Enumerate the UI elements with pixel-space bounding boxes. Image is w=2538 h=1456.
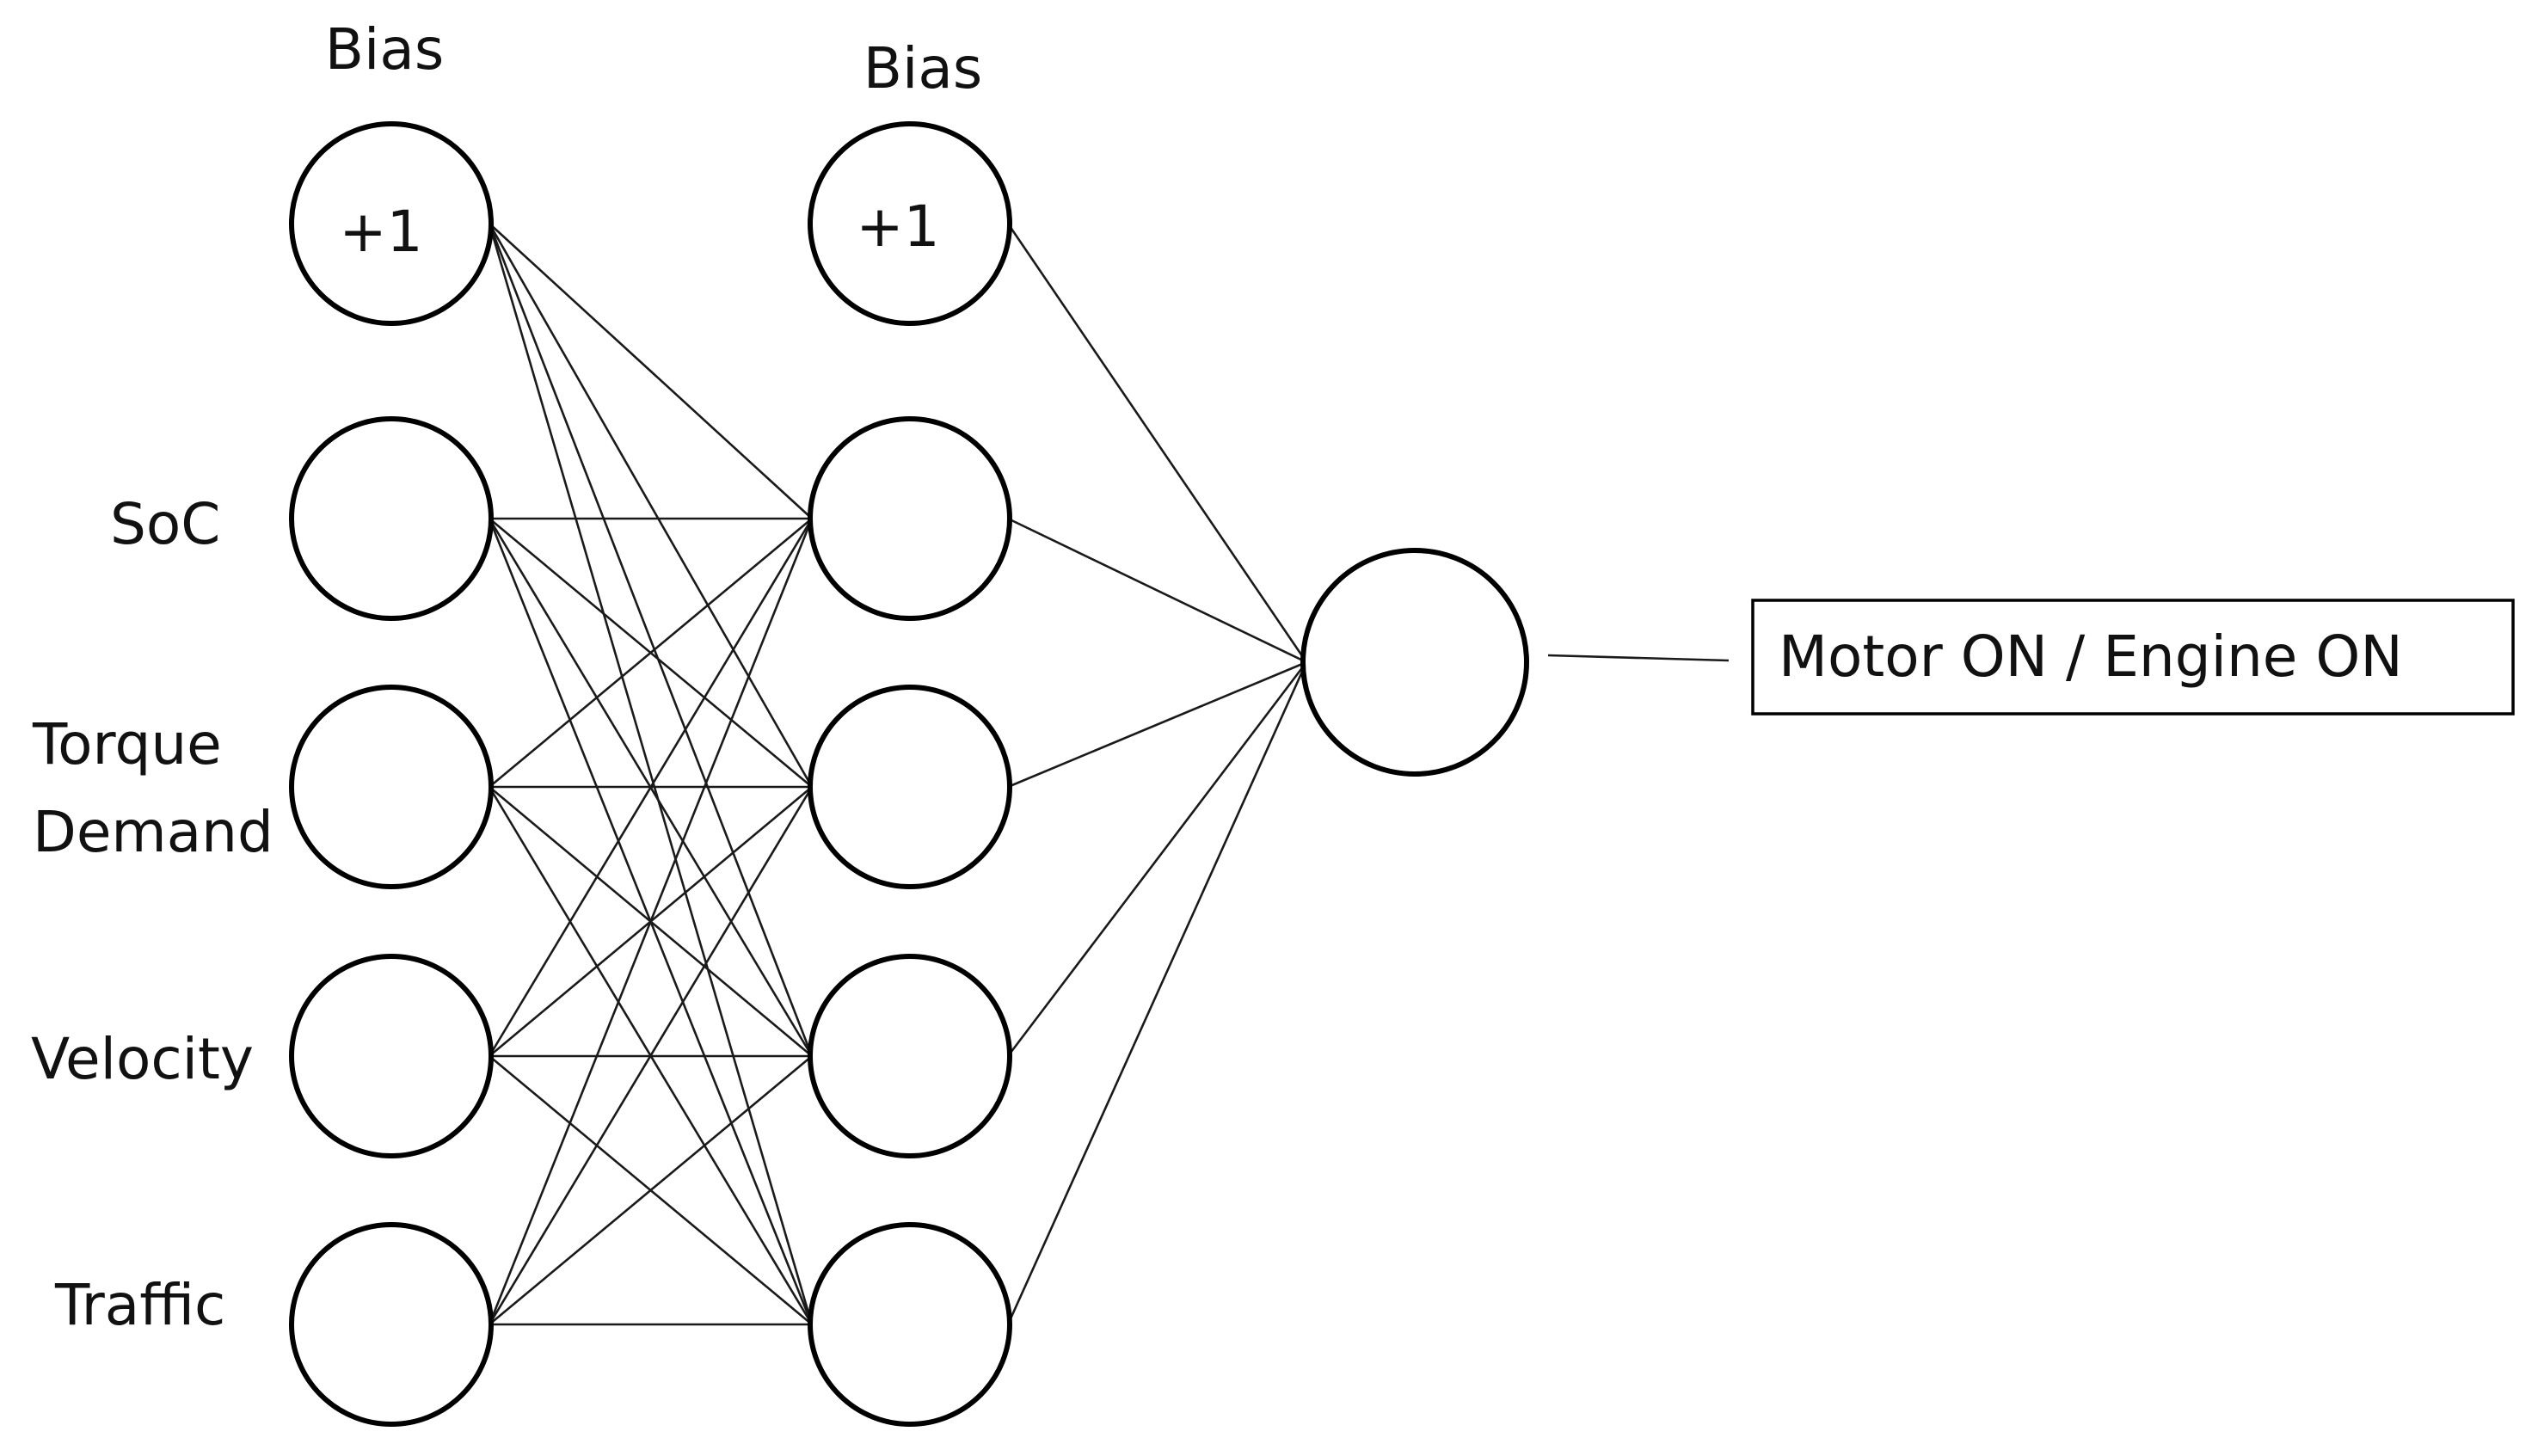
edge-input-0-to-hidden-3 (488, 223, 814, 1325)
edge-input-3-to-hidden-0 (488, 518, 814, 1057)
input-node-3 (289, 954, 494, 1158)
hidden-bias-node (808, 121, 1012, 326)
edge-input-4-to-hidden-1 (488, 786, 814, 1325)
hidden-node-3 (808, 954, 1012, 1158)
edge-input-0-to-hidden-2 (488, 223, 814, 1057)
input-node-4 (289, 1222, 494, 1427)
edge-hidden-3-to-output (1006, 661, 1308, 1057)
hidden-node-2 (808, 685, 1012, 889)
edge-input-0-to-hidden-1 (488, 223, 814, 788)
output-node (1300, 548, 1529, 777)
hidden-bias-heading: Bias (863, 35, 982, 101)
input-node-2 (289, 685, 494, 889)
edge-input-2-to-hidden-0 (489, 518, 813, 788)
input-node-1 (289, 416, 494, 621)
edge-hidden-1-to-output (1007, 517, 1307, 664)
hidden-node-4 (808, 1222, 1012, 1427)
input-label-soc: SoC (110, 491, 220, 557)
input-label-demand: Demand (33, 799, 273, 865)
edge-hidden-0-to-output (1006, 223, 1308, 663)
hidden-bias-value: +1 (856, 194, 939, 260)
edge-hidden-4-to-output (1006, 661, 1308, 1325)
connection-lines (488, 223, 1308, 1326)
input-bias-value: +1 (339, 199, 422, 265)
input-label-traffic: Traffic (54, 1272, 225, 1338)
input-label-torque: Torque (32, 711, 222, 777)
neuron-nodes (289, 121, 1529, 1427)
edge-hidden-2-to-output (1007, 660, 1307, 789)
output-label-box (1751, 599, 2515, 716)
input-bias-node (289, 121, 494, 326)
output-connector-line (1547, 654, 1730, 662)
hidden-node-1 (808, 416, 1012, 621)
edge-input-0-to-hidden-0 (489, 223, 813, 519)
input-label-velocity: Velocity (31, 1026, 254, 1092)
output-label: Motor ON / Engine ON (1779, 624, 2403, 690)
edge-input-4-to-hidden-0 (488, 518, 814, 1325)
input-bias-heading: Bias (325, 16, 444, 83)
edge-input-4-to-hidden-2 (489, 1055, 813, 1325)
